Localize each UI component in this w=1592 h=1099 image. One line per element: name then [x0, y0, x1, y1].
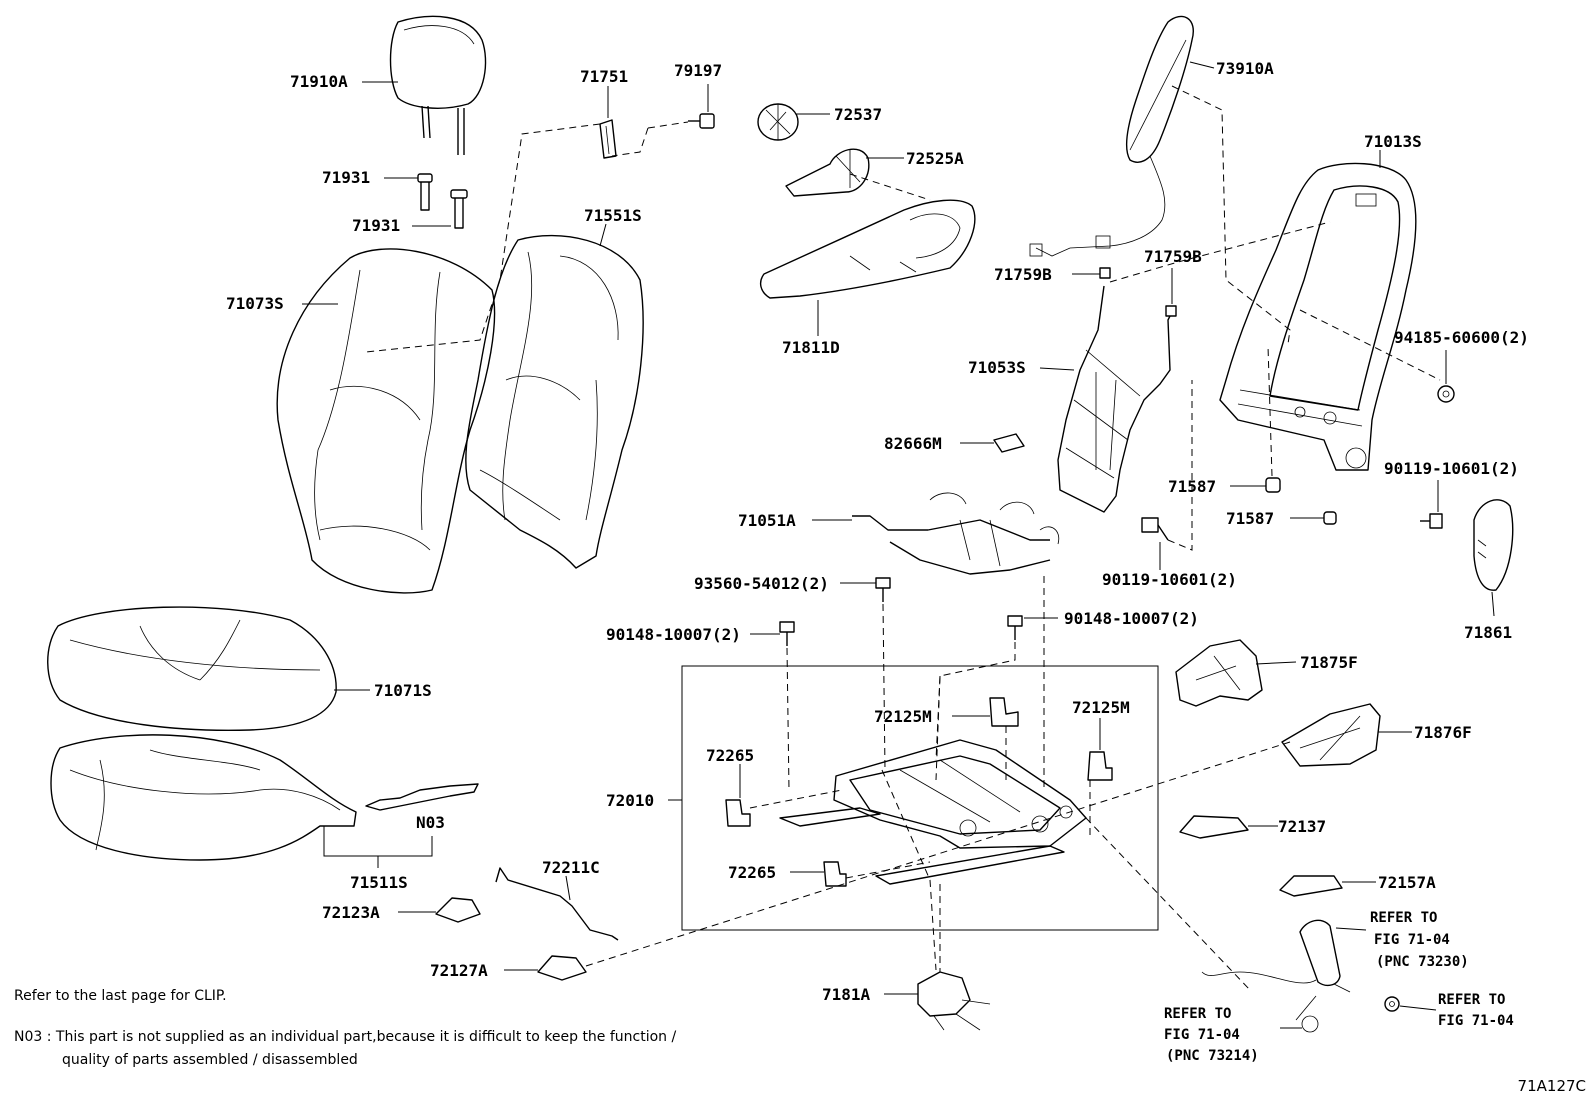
- seatback-cover-part[interactable]: [276, 248, 496, 594]
- clip-71587-upper-part[interactable]: [1265, 477, 1281, 493]
- label-71013S: 71013S: [1364, 132, 1422, 151]
- ref-fig7104-line2: FIG 71-04: [1438, 1013, 1514, 1029]
- seatback-frame-71013S-part[interactable]: [1219, 162, 1417, 471]
- bolt-93560-part[interactable]: [875, 577, 891, 602]
- bolt-90119-right-part[interactable]: [1420, 513, 1443, 529]
- label-71811D: 71811D: [782, 338, 840, 357]
- ref-fig7104-line1: REFER TO: [1438, 992, 1505, 1008]
- headrest-part[interactable]: [389, 15, 487, 155]
- clip-72123A-part[interactable]: [435, 897, 481, 923]
- label-71511S: 71511S: [350, 873, 408, 892]
- label-90119-10601-center: 90119-10601(2): [1102, 570, 1237, 589]
- figure-code: 71A127C: [1517, 1077, 1586, 1095]
- lever-72525A-part[interactable]: [785, 148, 870, 197]
- n03-note-line2: quality of parts assembled / disassemble…: [62, 1052, 358, 1068]
- label-90148-10007-right: 90148-10007(2): [1064, 609, 1199, 628]
- label-72010: 72010: [606, 791, 654, 810]
- label-71931-lower: 71931: [352, 216, 400, 235]
- label-82666M: 82666M: [884, 434, 942, 453]
- seat-track-72010-box: [681, 665, 1159, 931]
- label-72137: 72137: [1278, 817, 1326, 836]
- label-71751: 71751: [580, 67, 628, 86]
- label-72157A: 72157A: [1378, 873, 1436, 892]
- label-71759B-left: 71759B: [994, 265, 1052, 284]
- label-72265-lower: 72265: [728, 863, 776, 882]
- label-7181A: 7181A: [822, 985, 871, 1004]
- cover-72127A-part[interactable]: [537, 955, 587, 981]
- clamp-71759B-right-part[interactable]: [1165, 305, 1177, 317]
- nut-ref-part[interactable]: [1384, 996, 1400, 1012]
- label-71759B-right: 71759B: [1144, 247, 1202, 266]
- label-72127A: 72127A: [430, 961, 488, 980]
- bolt-90148-left-part[interactable]: [779, 621, 795, 646]
- side-shield-71811D-part[interactable]: [759, 199, 976, 299]
- ref-pnc73214-line2: FIG 71-04: [1164, 1027, 1240, 1043]
- label-71073S: 71073S: [226, 294, 284, 313]
- ref-pnc73214-line1: REFER TO: [1164, 1006, 1231, 1022]
- label-72525A: 72525A: [906, 149, 964, 168]
- n03-note-line1: N03 : This part is not supplied as an in…: [14, 1029, 677, 1045]
- label-79197: 79197: [674, 61, 722, 80]
- label-N03: N03: [416, 813, 445, 832]
- seatback-pad-part[interactable]: [465, 234, 644, 569]
- label-71931-upper: 71931: [322, 168, 370, 187]
- clamp-82666M-part[interactable]: [993, 433, 1025, 453]
- label-73910A: 73910A: [1216, 59, 1274, 78]
- label-71551S: 71551S: [584, 206, 642, 225]
- lumbar-71051A-part[interactable]: [852, 492, 1060, 575]
- label-93560-54012: 93560-54012(2): [694, 574, 829, 593]
- label-72125M-right: 72125M: [1072, 698, 1130, 717]
- adjuster-7181A-part[interactable]: [917, 971, 991, 1031]
- bolt-90119-center-part[interactable]: [1141, 517, 1169, 541]
- wire-72211C-part[interactable]: [495, 867, 619, 941]
- label-71053S: 71053S: [968, 358, 1026, 377]
- ref-pnc73230-line1: REFER TO: [1370, 910, 1437, 926]
- label-72211C: 72211C: [542, 858, 600, 877]
- bolt-90148-right-part[interactable]: [1007, 615, 1023, 640]
- cover-72157A-part[interactable]: [1279, 875, 1343, 897]
- label-72123A: 72123A: [322, 903, 380, 922]
- label-71587-lower: 71587: [1226, 509, 1274, 528]
- bracket-72125M-left-part[interactable]: [989, 697, 1019, 727]
- clip-71587-lower-part[interactable]: [1323, 511, 1337, 525]
- screw-79197-part[interactable]: [688, 113, 715, 129]
- bracket-71876F-part[interactable]: [1281, 703, 1381, 767]
- label-71051A: 71051A: [738, 511, 796, 530]
- ref-pnc73230-line3: (PNC 73230): [1376, 954, 1469, 970]
- label-71876F: 71876F: [1414, 723, 1472, 742]
- knob-72537-part[interactable]: [757, 103, 799, 141]
- seatback-spring-71053S-part[interactable]: [1057, 285, 1171, 513]
- headrest-guide-part[interactable]: [417, 173, 468, 229]
- label-72125M-left: 72125M: [874, 707, 932, 726]
- cover-72137-part[interactable]: [1179, 815, 1249, 839]
- label-90119-10601-right: 90119-10601(2): [1384, 459, 1519, 478]
- nut-94185-part[interactable]: [1437, 385, 1455, 403]
- cushion-cover-71071S-part[interactable]: [47, 606, 337, 731]
- seatbelt-buckle-part[interactable]: [1201, 919, 1351, 1033]
- label-71875F: 71875F: [1300, 653, 1358, 672]
- seat-track-frame-part[interactable]: [779, 739, 1087, 885]
- clip-note: Refer to the last page for CLIP.: [14, 988, 227, 1004]
- bracket-72125M-right-part[interactable]: [1087, 751, 1113, 781]
- label-94185-60600: 94185-60600(2): [1394, 328, 1529, 347]
- label-71910A: 71910A: [290, 72, 348, 91]
- ref-pnc73214-line3: (PNC 73214): [1166, 1048, 1259, 1064]
- clip-72265-upper-part[interactable]: [725, 799, 751, 827]
- label-71071S: 71071S: [374, 681, 432, 700]
- cushion-pad-71511S-part[interactable]: [50, 734, 479, 861]
- side-airbag-73910A-part[interactable]: [1029, 15, 1194, 257]
- label-71587-upper: 71587: [1168, 477, 1216, 496]
- clip-72265-lower-part[interactable]: [823, 861, 847, 887]
- label-71861: 71861: [1464, 623, 1512, 642]
- label-90148-10007-left: 90148-10007(2): [606, 625, 741, 644]
- label-72537: 72537: [834, 105, 882, 124]
- bracket-71875F-part[interactable]: [1175, 639, 1263, 707]
- cover-71861-part[interactable]: [1473, 499, 1514, 591]
- clip-71751-part[interactable]: [599, 119, 617, 159]
- ref-pnc73230-line2: FIG 71-04: [1374, 932, 1450, 948]
- clamp-71759B-left-part[interactable]: [1099, 267, 1111, 279]
- label-72265-upper: 72265: [706, 746, 754, 765]
